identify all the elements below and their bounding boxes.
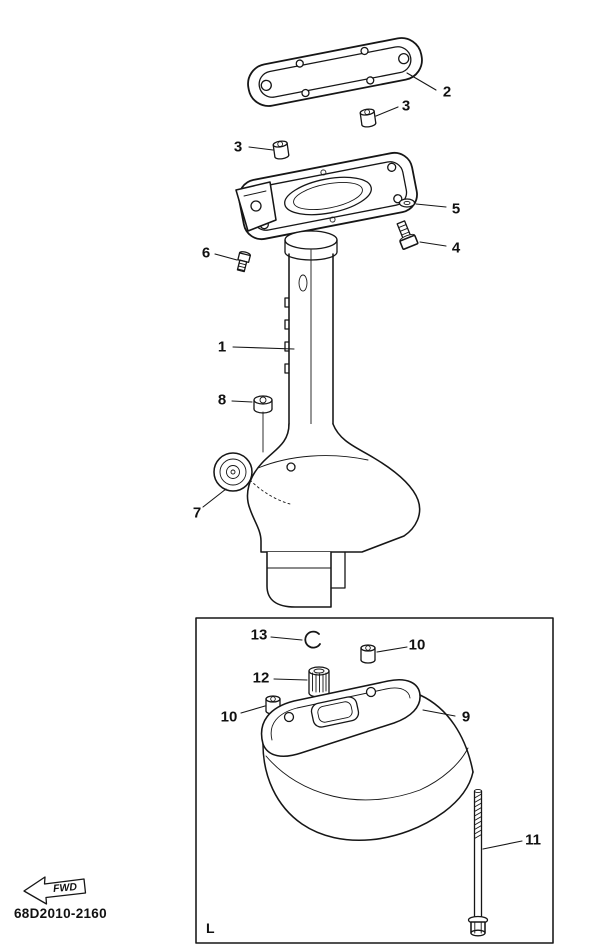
fwd-arrow [23, 876, 87, 905]
callout-3-right: 3 [401, 97, 411, 115]
callout-13: 13 [250, 626, 268, 644]
callout-6: 6 [201, 244, 211, 262]
callout-5: 5 [451, 200, 461, 218]
nut-right-part [360, 644, 376, 664]
callout-8: 8 [217, 391, 227, 409]
fwd-arrow-label: FWD [52, 880, 78, 896]
callout-7: 7 [192, 504, 202, 522]
callout-3-left: 3 [233, 138, 243, 156]
ribbed-bushing-part [308, 666, 330, 698]
diagram-code: 68D2010-2160 [14, 906, 107, 921]
fitting-part [236, 251, 251, 273]
callout-12: 12 [252, 669, 270, 687]
inset-box [195, 617, 554, 944]
callout-9: 9 [461, 708, 471, 726]
leader-lines [202, 72, 523, 850]
mount-plate-part [238, 151, 418, 241]
washer-part [398, 198, 416, 208]
grommet-left-part [272, 140, 290, 160]
stud-bolt-part [467, 788, 489, 937]
bell-housing-part [246, 423, 421, 608]
inset-letter-label: L [206, 920, 215, 936]
callout-1: 1 [217, 338, 227, 356]
callout-10-right: 10 [408, 636, 426, 654]
callout-4: 4 [451, 239, 461, 257]
plug-part [253, 395, 273, 414]
casing-extension-part [260, 679, 474, 841]
callout-2: 2 [442, 83, 452, 101]
grommet-right-part [359, 108, 377, 128]
seal-grommet-part [213, 452, 253, 492]
plate-bracket-part [235, 181, 277, 232]
bolt-part [396, 220, 419, 250]
circlip-part [304, 630, 321, 649]
gasket-part [247, 37, 423, 107]
callout-10-left: 10 [220, 708, 238, 726]
callout-11: 11 [525, 831, 541, 849]
